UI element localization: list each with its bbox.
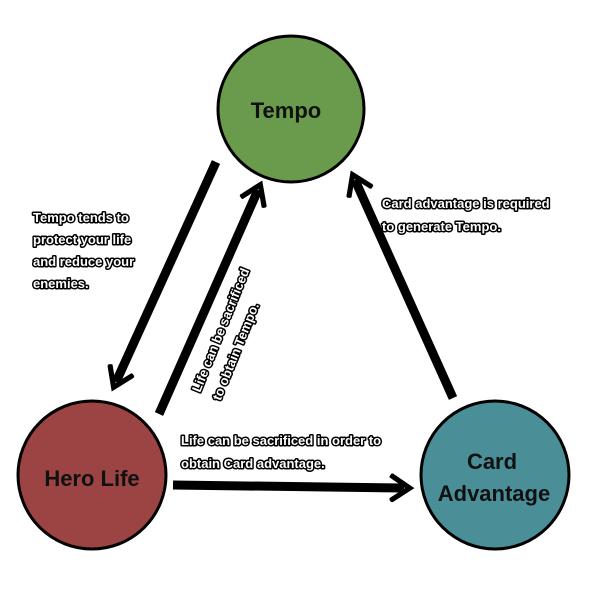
arrow-life-to-tempo bbox=[154, 190, 258, 416]
arrow-card-to-tempo bbox=[355, 180, 458, 400]
arrow-tempo-to-life bbox=[116, 160, 221, 382]
card-advantage-label-line1: Card bbox=[467, 449, 517, 474]
tempo-label: Tempo bbox=[251, 98, 321, 123]
card-advantage-node bbox=[419, 399, 571, 551]
annotation-life-to-card: Life can be sacrificed in order to obtai… bbox=[181, 433, 385, 471]
hero-life-label: Hero Life bbox=[44, 466, 139, 491]
hero-life-node bbox=[16, 399, 168, 551]
tempo-node bbox=[216, 34, 366, 184]
annotation-card-to-tempo: Card advantage is required to generate T… bbox=[382, 196, 553, 234]
card-advantage-label-line2: Advantage bbox=[438, 481, 550, 506]
arrow-life-to-card bbox=[172, 485, 404, 488]
annotation-tempo-to-life: Tempo tends to protect your life and red… bbox=[33, 210, 138, 291]
annotation-life-to-tempo: Life can be sacrificed to obtain Tempo. bbox=[189, 263, 274, 403]
